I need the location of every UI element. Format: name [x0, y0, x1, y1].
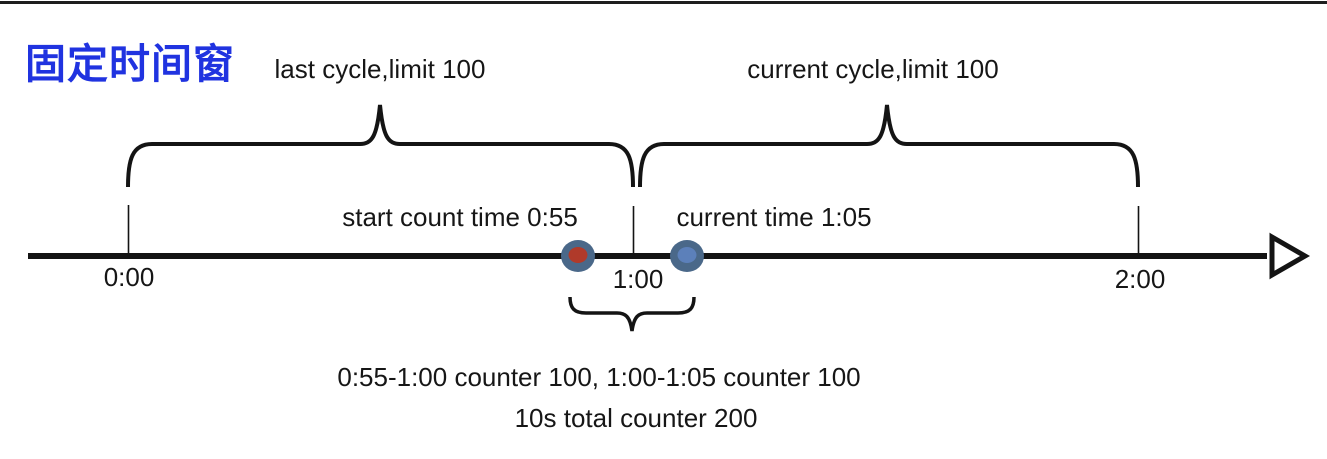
current-cycle-brace	[638, 104, 1140, 188]
start-count-dot-core	[568, 247, 588, 263]
last-cycle-label: last cycle,limit 100	[274, 54, 486, 84]
axis-tick-1: 1:00	[612, 264, 664, 294]
start-count-time-label: start count time 0:55	[342, 202, 578, 232]
window-brace	[568, 296, 696, 332]
page-title: 固定时间窗	[25, 41, 235, 87]
total-counter-line: 10s total counter 200	[514, 403, 758, 433]
axis-tick-2: 2:00	[1114, 264, 1166, 294]
top-divider	[0, 1, 1327, 4]
timeline-arrow-icon	[1269, 232, 1311, 280]
current-cycle-label: current cycle,limit 100	[747, 54, 999, 84]
counter-summary-line: 0:55-1:00 counter 100, 1:00-1:05 counter…	[337, 362, 861, 392]
axis-tick-0: 0:00	[103, 262, 155, 292]
current-time-label: current time 1:05	[676, 202, 872, 232]
current-time-dot-core	[677, 247, 697, 263]
last-cycle-brace	[126, 104, 635, 188]
